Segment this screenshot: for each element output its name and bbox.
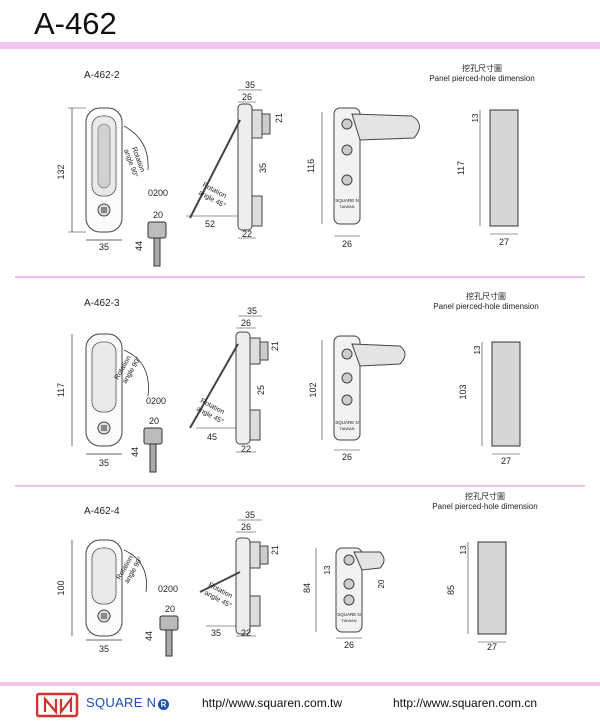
cutout-height-2: 103 [458, 384, 468, 399]
url-cn[interactable]: http://www.squaren.com.cn [393, 696, 538, 710]
side-bottom-width-1: 22 [242, 229, 252, 239]
footer-band [0, 682, 600, 686]
front-view-1: 132 35 Rotation angle 90° [56, 107, 149, 252]
rear-view-3: SQUARE N TAIWAN 84 13 20 26 [302, 547, 386, 650]
brand-name: SQUARE N [86, 695, 157, 710]
header-band [0, 42, 600, 49]
side-mid-1: 35 [258, 163, 268, 173]
panel-label-cn: 挖孔尺寸圖 [466, 292, 506, 301]
side-inner-width-2: 26 [241, 318, 251, 328]
panel-label-2: 挖孔尺寸圖 Panel pierced-hole dimension [422, 292, 550, 312]
separator-1 [15, 276, 585, 278]
panel-label-1: 挖孔尺寸圖 Panel pierced-hole dimension [422, 64, 542, 84]
rear-small-left-3: 13 [323, 565, 332, 574]
drawing-section-1: 132 35 Rotation angle 90° 0200 20 44 35 … [56, 80, 519, 267]
side-inner-width-3: 26 [241, 522, 251, 532]
side-inner-width-1: 26 [242, 92, 252, 102]
front-width-1: 35 [99, 242, 109, 252]
url-tw[interactable]: http//www.squaren.com.tw [202, 696, 343, 710]
cutout-width-2: 27 [501, 456, 511, 466]
panel-label-cn: 挖孔尺寸圖 [465, 492, 505, 501]
front-height-2: 117 [56, 383, 66, 397]
key-code-3: 0200 [158, 584, 178, 594]
cutout-small-1: 13 [471, 113, 480, 122]
cutout-small-3: 13 [459, 545, 468, 554]
registered-mark: R [158, 699, 169, 710]
side-open-width-3: 35 [211, 628, 221, 638]
side-right-small-2: 21 [270, 341, 280, 351]
side-open-width-2: 45 [207, 432, 217, 442]
panel-label-3: 挖孔尺寸圖 Panel pierced-hole dimension [420, 492, 550, 512]
front-height-3: 100 [56, 580, 66, 595]
cutout-width-3: 27 [487, 642, 497, 652]
cutout-width-1: 27 [499, 237, 509, 247]
engraving-2a: SQUARE N [335, 420, 359, 425]
key-code-2: 0200 [146, 396, 166, 406]
engraving-3b: TAIWAN [341, 618, 356, 623]
side-bottom-width-3: 22 [241, 628, 251, 638]
rear-small-right-3: 20 [377, 579, 386, 588]
separator-2 [15, 485, 585, 487]
side-bottom-width-2: 22 [241, 444, 251, 454]
drawing-section-2: 117 35 Rotation angle 90° 0200 20 44 35 … [56, 306, 521, 473]
rear-width-2: 26 [342, 452, 352, 462]
side-top-width-1: 35 [245, 80, 255, 90]
key-length-1: 44 [134, 241, 144, 251]
page-title: A-462 [34, 6, 117, 41]
rear-width-1: 26 [342, 239, 352, 249]
key-width-2: 20 [149, 416, 159, 426]
panel-label-en: Panel pierced-hole dimension [432, 502, 538, 511]
side-top-width-3: 35 [245, 510, 255, 520]
drawing-section-3: 100 35 Rotation angle 90° 0200 20 44 35 … [56, 510, 507, 657]
rear-view-2: SQUARE N TAIWAN 102 26 [308, 335, 406, 462]
cutout-small-2: 13 [473, 345, 482, 354]
panel-label-cn: 挖孔尺寸圖 [462, 64, 502, 73]
front-width-3: 35 [99, 644, 109, 654]
key-width-1: 20 [153, 210, 163, 220]
cutout-3: 85 13 27 [446, 541, 507, 652]
key-width-3: 20 [165, 604, 175, 614]
side-view-1: 35 26 21 35 Rotation angle 45° 52 22 [186, 80, 284, 239]
cutout-height-3: 85 [446, 585, 456, 595]
front-view-3: 100 35 Rotation angle 90° [56, 539, 147, 654]
engraving-1b: TAIWAN [339, 204, 354, 209]
panel-label-en: Panel pierced-hole dimension [433, 302, 539, 311]
side-open-width-1: 52 [205, 219, 215, 229]
front-view-2: 117 35 Rotation angle 90° [56, 333, 149, 468]
key-3: 0200 20 44 [144, 584, 179, 657]
engraving-1a: SQUARE N [335, 198, 359, 203]
cutout-height-1: 117 [456, 161, 466, 175]
key-2: 0200 20 44 [130, 396, 166, 473]
panel-label-en: Panel pierced-hole dimension [429, 74, 535, 83]
side-right-small-3: 21 [270, 545, 280, 555]
rear-width-3: 26 [344, 640, 354, 650]
rear-height-2: 102 [308, 382, 318, 397]
model-label-1: A-462-2 [84, 70, 120, 81]
key-code-1: 0200 [148, 188, 168, 198]
model-label-3: A-462-4 [84, 506, 120, 517]
engraving-2b: TAIWAN [339, 426, 354, 431]
rear-view-1: SQUARE N TAIWAN 116 26 [306, 107, 420, 249]
model-label-2: A-462-3 [84, 298, 120, 309]
brand-logo-icon [36, 692, 79, 718]
side-mid-2: 25 [256, 385, 266, 395]
front-height-1: 132 [56, 164, 66, 179]
side-top-width-2: 35 [247, 306, 257, 316]
rear-height-3: 84 [302, 583, 312, 593]
cutout-1: 117 13 27 [456, 109, 519, 247]
key-length-3: 44 [144, 631, 154, 641]
rear-height-1: 116 [306, 159, 316, 173]
side-view-2: 35 26 21 25 Rotation angle 45° 45 22 [189, 306, 280, 454]
cutout-2: 103 13 27 [458, 341, 521, 466]
key-length-2: 44 [130, 447, 140, 457]
side-view-3: 35 26 21 Rotation angle 45° 35 22 [199, 510, 280, 638]
key-1: 0200 20 44 [134, 188, 168, 267]
side-right-small-1: 21 [274, 113, 284, 123]
engraving-3a: SQUARE N [337, 612, 361, 617]
front-width-2: 35 [99, 458, 109, 468]
